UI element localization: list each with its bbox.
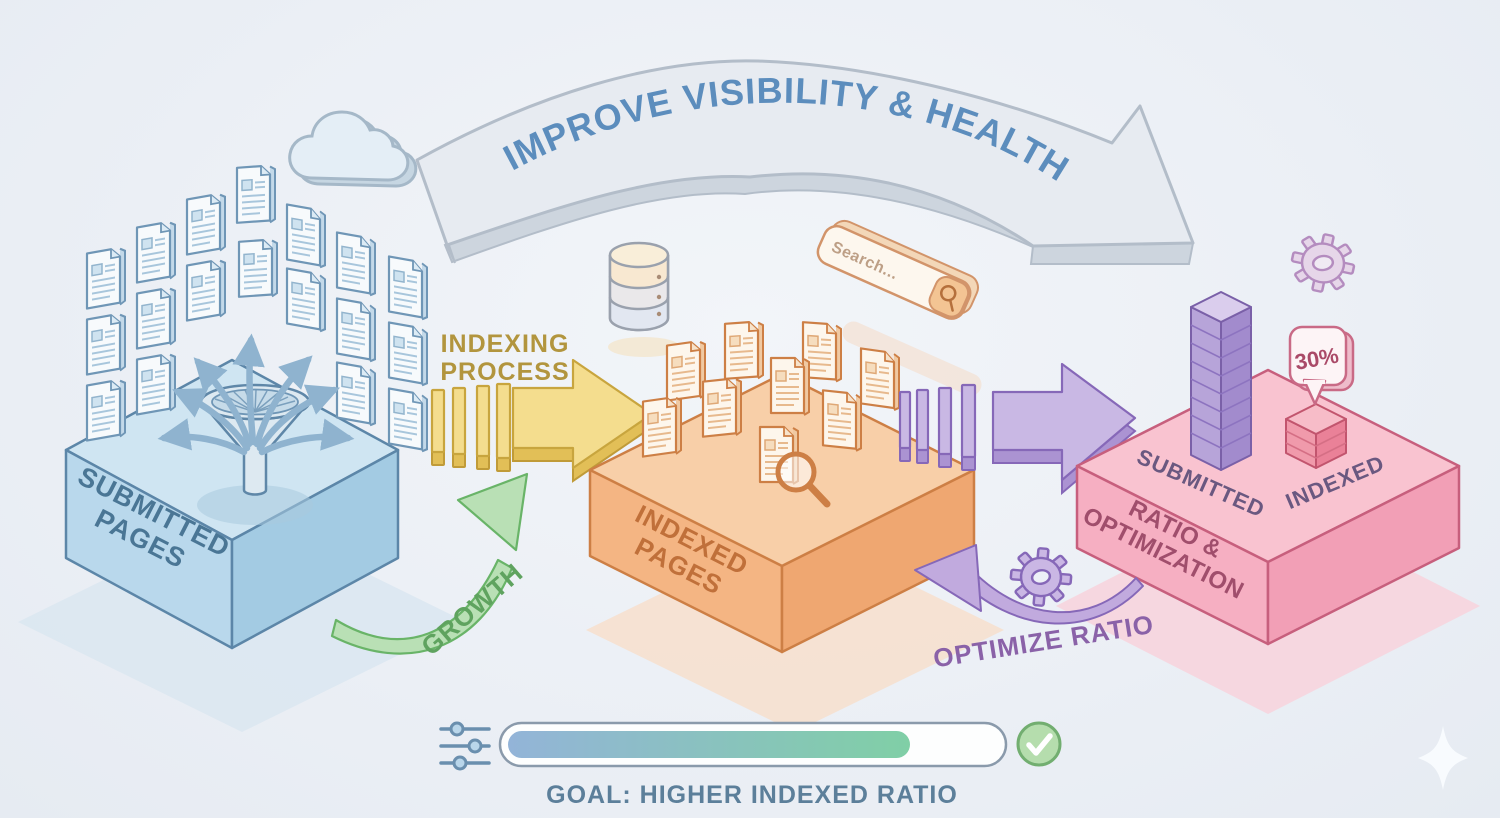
indexing-process-arrow: INDEXING PROCESS — [430, 330, 654, 483]
indexing-process-label: INDEXING PROCESS — [440, 330, 570, 386]
ratio-optimization-platform: RATIO & OPTIMIZATION — [1075, 291, 1461, 646]
funnel-arrows — [157, 333, 355, 456]
indexing-label-line1: INDEXING — [441, 330, 570, 358]
indexing-label-line2: PROCESS — [440, 358, 569, 386]
optimization-flow-arrow — [898, 362, 1137, 496]
check-icon — [1016, 721, 1062, 767]
sliders-icon — [439, 721, 491, 771]
sparkle-icon — [1418, 726, 1468, 790]
search-icon — [939, 285, 957, 312]
goal-progress-section: GOAL: HIGHER INDEXED RATIO — [439, 721, 1062, 809]
improve-visibility-arc: IMPROVE VISIBILITY & HEALTH — [415, 59, 1195, 265]
database-icon — [608, 241, 670, 332]
submitted-bar — [1190, 291, 1252, 471]
indexed-bar — [1285, 403, 1347, 469]
search-bar: Search... — [816, 219, 979, 320]
gear-icon — [1009, 547, 1073, 607]
cloud-icon — [288, 110, 418, 188]
goal-label: GOAL: HIGHER INDEXED RATIO — [546, 781, 958, 809]
indexed-pages-platform: INDEXED PAGES — [588, 320, 976, 654]
gear-icon — [1290, 233, 1356, 293]
magnifier-icon — [775, 451, 831, 508]
progress-fill — [508, 731, 910, 758]
arc-band — [415, 59, 1195, 248]
submitted-pages-platform: SUBMITTED PAGES — [64, 164, 429, 650]
ratio-badge: 30% — [1288, 325, 1355, 406]
